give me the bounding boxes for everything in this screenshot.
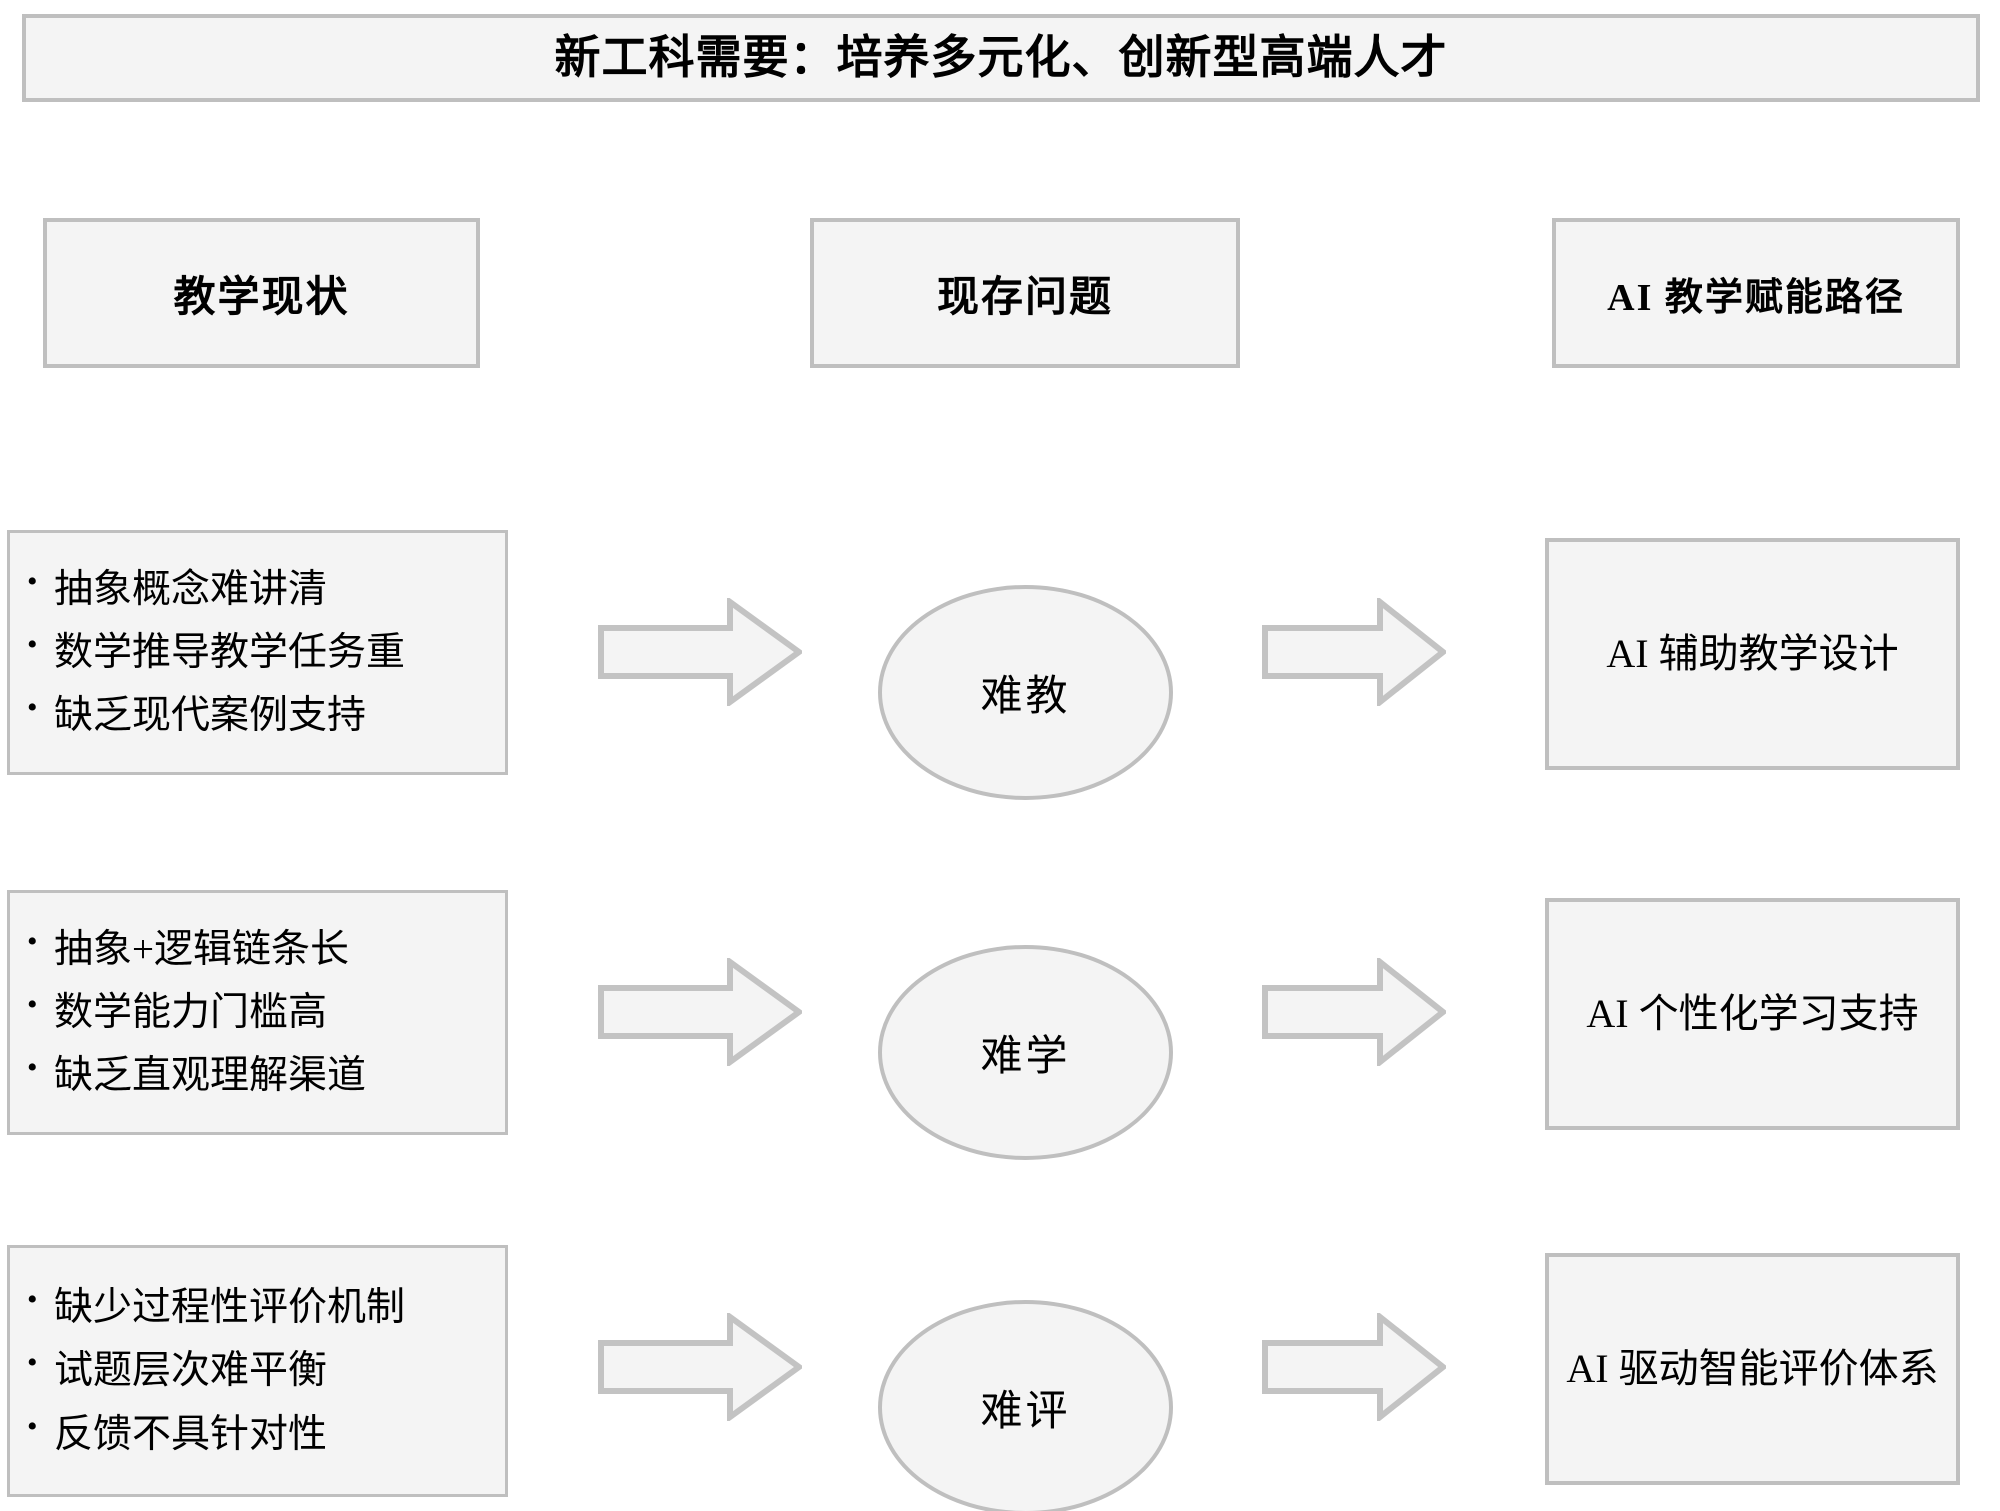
list-item-label: 缺乏直观理解渠道 xyxy=(54,1054,367,1098)
list-item-label: 反馈不具针对性 xyxy=(54,1412,328,1456)
column-header-current-state: 教学现状 xyxy=(43,218,480,368)
current-state-list-row-2: • 抽象+逻辑链条长 • 数学能力门槛高 • 缺乏直观理解渠道 xyxy=(24,918,505,1108)
list-item-label: 抽象+逻辑链条长 xyxy=(54,927,349,971)
list-item: • 抽象+逻辑链条长 xyxy=(27,918,505,981)
ai-path-label-row-2: AI 个性化学习支持 xyxy=(1586,991,1919,1036)
bullet-icon: • xyxy=(27,627,38,661)
right-block-arrow-icon xyxy=(598,598,802,706)
current-state-box-row-2: • 抽象+逻辑链条长 • 数学能力门槛高 • 缺乏直观理解渠道 xyxy=(7,890,508,1135)
list-item: • 反馈不具针对性 xyxy=(27,1403,505,1466)
list-item: • 抽象概念难讲清 xyxy=(27,558,505,621)
bullet-icon: • xyxy=(27,564,38,598)
bullet-icon: • xyxy=(27,1346,38,1380)
right-block-arrow-icon xyxy=(598,958,802,1066)
diagram-title-box: 新工科需要：培养多元化、创新型高端人才 xyxy=(22,14,1980,102)
bullet-icon: • xyxy=(27,1409,38,1443)
right-block-arrow-icon xyxy=(1262,598,1446,706)
right-block-arrow-icon xyxy=(598,1313,802,1421)
list-item: • 试题层次难平衡 xyxy=(27,1339,505,1402)
bullet-icon: • xyxy=(27,1283,38,1317)
diagram-title-text: 新工科需要：培养多元化、创新型高端人才 xyxy=(554,31,1448,83)
list-item: • 数学能力门槛高 xyxy=(27,981,505,1044)
problem-ellipse-row-1: 难教 xyxy=(878,585,1173,800)
list-item-label: 数学能力门槛高 xyxy=(54,990,328,1034)
current-state-box-row-3: • 缺少过程性评价机制 • 试题层次难平衡 • 反馈不具针对性 xyxy=(7,1245,508,1497)
bullet-icon: • xyxy=(27,924,38,958)
ai-path-box-row-2: AI 个性化学习支持 xyxy=(1545,898,1960,1130)
bullet-icon: • xyxy=(27,987,38,1021)
current-state-list-row-1: • 抽象概念难讲清 • 数学推导教学任务重 • 缺乏现代案例支持 xyxy=(24,558,505,748)
ai-path-label-row-3: AI 驱动智能评价体系 xyxy=(1566,1346,1939,1391)
problem-ellipse-row-2: 难学 xyxy=(878,945,1173,1160)
current-state-list-row-3: • 缺少过程性评价机制 • 试题层次难平衡 • 反馈不具针对性 xyxy=(24,1276,505,1466)
right-block-arrow-icon xyxy=(1262,958,1446,1066)
list-item: • 缺乏直观理解渠道 xyxy=(27,1044,505,1107)
problem-label-row-2: 难学 xyxy=(980,1034,1071,1080)
ai-path-label-row-1: AI 辅助教学设计 xyxy=(1606,631,1899,676)
column-header-existing-problems-label: 现存问题 xyxy=(936,274,1113,321)
column-header-existing-problems: 现存问题 xyxy=(810,218,1240,368)
problem-ellipse-row-3: 难评 xyxy=(878,1300,1173,1511)
current-state-box-row-1: • 抽象概念难讲清 • 数学推导教学任务重 • 缺乏现代案例支持 xyxy=(7,530,508,775)
right-block-arrow-icon xyxy=(1262,1313,1446,1421)
ai-path-box-row-1: AI 辅助教学设计 xyxy=(1545,538,1960,770)
problem-label-row-1: 难教 xyxy=(980,674,1071,720)
list-item: • 缺乏现代案例支持 xyxy=(27,684,505,747)
ai-path-box-row-3: AI 驱动智能评价体系 xyxy=(1545,1253,1960,1485)
list-item: • 数学推导教学任务重 xyxy=(27,621,505,684)
bullet-icon: • xyxy=(27,1051,38,1085)
bullet-icon: • xyxy=(27,691,38,725)
problem-label-row-3: 难评 xyxy=(980,1389,1071,1435)
list-item: • 缺少过程性评价机制 xyxy=(27,1276,505,1339)
list-item-label: 缺乏现代案例支持 xyxy=(54,694,367,738)
list-item-label: 缺少过程性评价机制 xyxy=(54,1286,406,1330)
column-header-ai-path: AI 教学赋能路径 xyxy=(1552,218,1960,368)
list-item-label: 抽象概念难讲清 xyxy=(54,567,328,611)
list-item-label: 试题层次难平衡 xyxy=(54,1349,328,1393)
column-header-current-state-label: 教学现状 xyxy=(173,274,350,321)
column-header-ai-path-label: AI 教学赋能路径 xyxy=(1607,276,1905,319)
list-item-label: 数学推导教学任务重 xyxy=(54,630,406,674)
